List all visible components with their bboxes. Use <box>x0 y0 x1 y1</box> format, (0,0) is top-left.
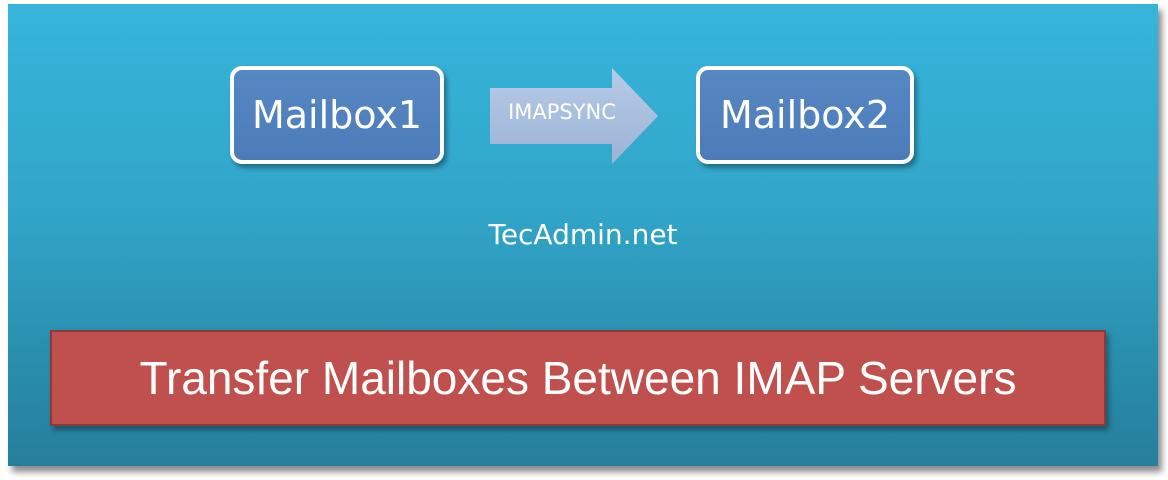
target-mailbox-box: Mailbox2 <box>696 66 914 164</box>
imapsync-label: IMAPSYNC <box>508 100 616 124</box>
site-label: TecAdmin.net <box>488 218 678 251</box>
title-banner: Transfer Mailboxes Between IMAP Servers <box>50 330 1106 426</box>
source-mailbox-box: Mailbox1 <box>230 66 444 164</box>
target-mailbox-label: Mailbox2 <box>719 93 891 137</box>
banner-title: Transfer Mailboxes Between IMAP Servers <box>139 352 1017 404</box>
source-mailbox-label: Mailbox1 <box>251 93 423 137</box>
imapsync-arrow-icon <box>490 68 658 164</box>
